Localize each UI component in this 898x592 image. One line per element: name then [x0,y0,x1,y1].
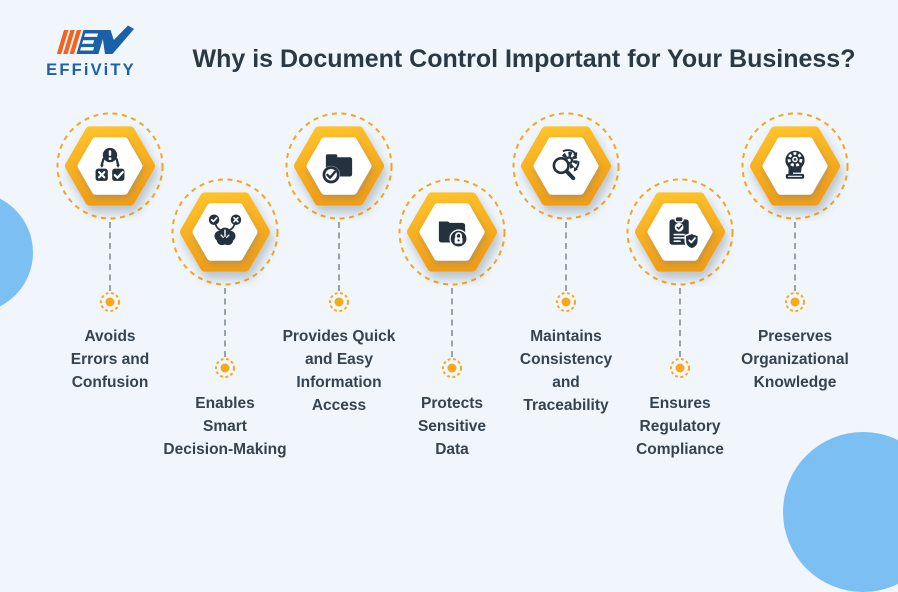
folder-lock-icon [438,221,468,248]
sun-dot [440,356,464,380]
effivity-logo: EFFiViTY [30,24,152,80]
connector-line [565,222,567,291]
benefit-label: Provides Quick and Easy Information Acce… [282,328,396,414]
dashed-ring [56,112,164,220]
benefit-label: Enables Smart Decision-Making [163,395,287,458]
sun-dot [98,290,122,314]
hexagon-badge [284,111,394,221]
benefit-label: Preserves Organizational Knowledge [741,328,849,391]
sun-dot [554,290,578,314]
sun-dot [668,356,692,380]
decorative-circle-left [0,192,33,313]
benefit-item-protects-data: Protects Sensitive Data [372,0,532,501]
sun-dot [327,290,351,314]
hexagon-badge [511,111,621,221]
connector-line [338,222,340,291]
dashed-ring [285,112,393,220]
effivity-logo-mark-icon [56,25,134,54]
smart-brain-icon [208,214,242,246]
benefit-item-knowledge: Preserves Organizational Knowledge [715,0,875,501]
benefit-label: Avoids Errors and Confusion [70,328,150,391]
clipboard-shield-icon [669,215,700,250]
hexagon-badge [55,111,165,221]
hexagon-badge [740,111,850,221]
benefit-item-traceability: Maintains Consistency and Traceability [486,0,646,501]
connector-line [224,288,226,357]
benefit-label: Ensures Regulatory Compliance [636,395,724,458]
connector-line [451,288,453,357]
benefit-item-avoids-errors: Avoids Errors and Confusion [30,0,190,501]
dashed-ring [171,178,279,286]
dashed-ring [741,112,849,220]
hexagon-badge [625,177,735,287]
connector-line [794,222,796,291]
benefit-label: Protects Sensitive Data [417,395,487,458]
connector-line [679,288,681,357]
hexagon-badge [170,177,280,287]
brand-name: EFFiViTY [46,61,136,79]
page-title: Why is Document Control Important for Yo… [192,45,856,73]
dashed-ring [512,112,620,220]
knowledge-head-icon [785,150,805,179]
benefit-label: Maintains Consistency and Traceability [519,328,613,414]
sun-dot [213,356,237,380]
benefit-item-smart-decisions: Enables Smart Decision-Making [145,0,305,501]
benefit-item-quick-access: Provides Quick and Easy Information Acce… [259,0,419,501]
sun-dot [783,290,807,314]
connector-line [109,222,111,291]
dashed-ring [398,178,506,286]
folder-check-icon [322,154,353,184]
dashed-ring [626,178,734,286]
benefit-item-compliance: Ensures Regulatory Compliance [600,0,760,501]
hexagon-badge [397,177,507,287]
error-decision-icon [95,147,125,181]
search-gear-icon [552,149,580,181]
